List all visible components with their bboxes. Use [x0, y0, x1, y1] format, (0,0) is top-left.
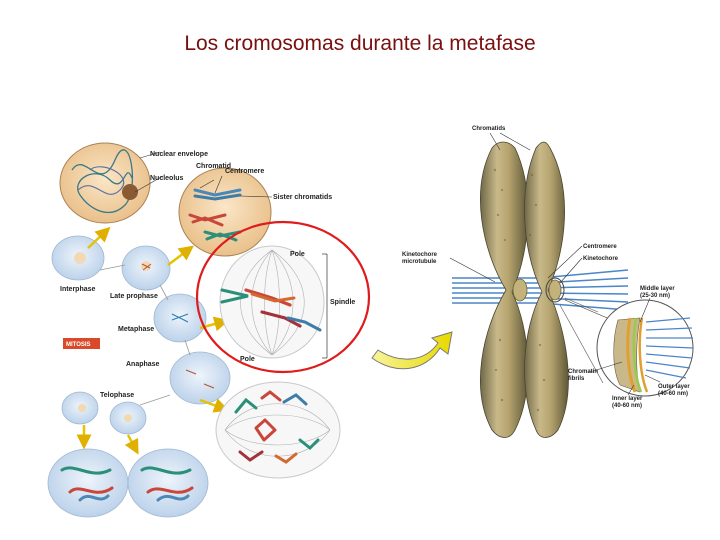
- label-middle-layer-2: (25-30 nm): [640, 293, 670, 299]
- label-outer-layer-1: Outer layer: [658, 384, 690, 390]
- label-late-prophase: Late prophase: [110, 293, 158, 300]
- interphase-nucleus-illustration: [59, 142, 151, 224]
- daughter-cell-right: [127, 448, 209, 518]
- chromatid-left: [480, 141, 529, 438]
- label-pole-bottom: Pole: [240, 356, 255, 363]
- label-telophase: Telophase: [100, 392, 134, 399]
- metaphase-spindle-illustration: [219, 245, 325, 359]
- label-outer-layer-2: (40-60 nm): [658, 391, 688, 397]
- label-chromatids: Chromatids: [472, 126, 506, 132]
- label-sister-chromatids: Sister chromatids: [273, 194, 332, 201]
- anaphase-cell: [169, 351, 231, 405]
- label-mitosis: MITOSIS: [66, 342, 91, 348]
- mitosis-badge: [63, 338, 100, 349]
- kinetochore-right-highlight: [545, 277, 565, 303]
- label-nuclear-envelope: Nuclear envelope: [150, 151, 208, 158]
- chromatid-texture: [493, 168, 546, 412]
- label-pole-top: Pole: [290, 251, 305, 258]
- prophase-nucleus-illustration: [178, 167, 272, 257]
- label-chromatin-fibrils-1: Chromatin: [568, 369, 598, 375]
- label-middle-layer-1: Middle layer: [640, 286, 675, 292]
- label-anaphase: Anaphase: [126, 361, 160, 368]
- label-chromatid: Chromatid: [196, 163, 231, 170]
- label-inner-layer-1: Inner layer: [612, 396, 643, 402]
- label-chromatin-fibrils-2: fibrils: [568, 376, 585, 382]
- label-nucleolus: Nucleolus: [150, 175, 184, 182]
- stage-connectors: [99, 264, 191, 406]
- label-centromere-small: Centromere: [225, 168, 264, 175]
- label-spindle: Spindle: [330, 299, 355, 306]
- label-centromere: Centromere: [583, 244, 617, 250]
- daughter-cell-left: [47, 448, 129, 518]
- kinetochore-inset: [596, 299, 694, 397]
- label-inner-layer-2: (40-60 nm): [612, 403, 642, 409]
- label-interphase: Interphase: [60, 286, 96, 293]
- metaphase-highlight-circle: [195, 220, 371, 374]
- kinetochore-left: [512, 278, 528, 302]
- chromosome-leader-lines: [449, 132, 613, 321]
- mitosis-panel: Nuclear envelope Chromatid Centromere Nu…: [47, 142, 371, 518]
- label-kinetochore: Kinetochore: [583, 256, 619, 262]
- anaphase-spindle-illustration: [215, 381, 341, 479]
- label-kinetochore-microtubule-2: microtubule: [402, 259, 437, 265]
- chromosome-panel: Chromatids Centromere Kinetochore Kineto…: [402, 126, 694, 438]
- label-metaphase: Metaphase: [118, 326, 154, 333]
- label-kinetochore-microtubule-1: Kinetochore: [402, 252, 438, 258]
- curved-transition-arrow: [371, 331, 453, 370]
- slide-title: Los cromosomas durante la metafase: [184, 32, 536, 55]
